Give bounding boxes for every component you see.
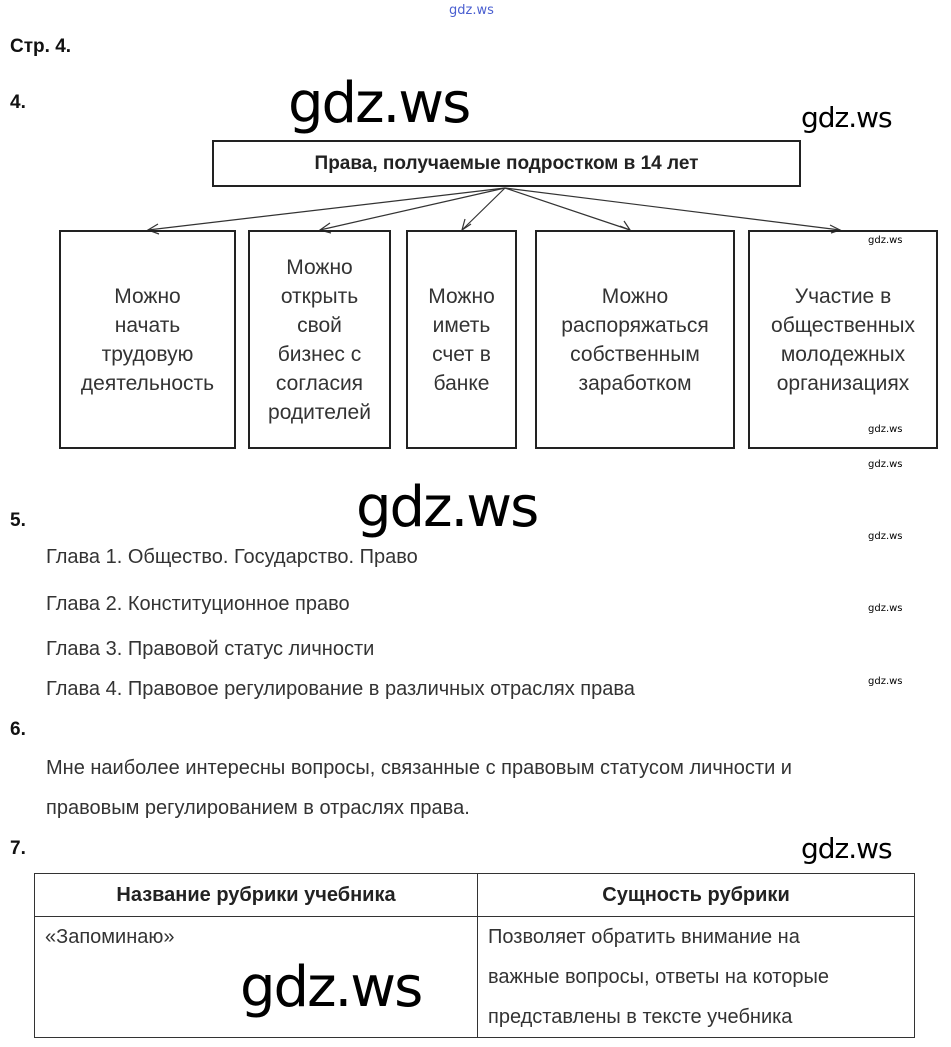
watermark-top: gdz.ws bbox=[449, 3, 494, 18]
task-5-number: 5. bbox=[10, 510, 26, 531]
watermark: gdz.ws bbox=[240, 955, 423, 1020]
rubric-name: «Запоминаю» bbox=[34, 916, 478, 1038]
watermark: gdz.ws bbox=[356, 475, 539, 540]
page-label: Стр. 4. bbox=[10, 36, 72, 57]
watermark: gdz.ws bbox=[801, 832, 893, 865]
answer-line-2: правовым регулированием в отраслях права… bbox=[46, 797, 470, 819]
answer-line-1: Мне наиболее интересны вопросы, связанны… bbox=[46, 757, 792, 779]
column-header-essence: Сущность рубрики bbox=[477, 873, 915, 917]
column-header-name: Название рубрики учебника bbox=[34, 873, 478, 917]
arrow-4 bbox=[504, 187, 631, 231]
chapter-2: Глава 2. Конституционное право bbox=[46, 593, 350, 615]
task-7-number: 7. bbox=[10, 838, 26, 859]
task-4-number: 4. bbox=[10, 92, 26, 113]
watermark: gdz.ws bbox=[868, 235, 903, 246]
arrow-3 bbox=[461, 187, 506, 231]
watermark: gdz.ws bbox=[868, 424, 903, 435]
table-header-row: Название рубрики учебника Сущность рубри… bbox=[34, 873, 915, 917]
chapter-3: Глава 3. Правовой статус личности bbox=[46, 638, 375, 660]
diagram-header: Права, получаемые подростком в 14 лет bbox=[212, 140, 801, 187]
arrow-2 bbox=[319, 187, 506, 231]
chapter-4: Глава 4. Правовое регулирование в различ… bbox=[46, 678, 635, 700]
diagram-arrows bbox=[146, 187, 842, 235]
arrow-1 bbox=[147, 187, 506, 231]
watermark: gdz.ws bbox=[288, 71, 471, 136]
table-row: «Запоминаю» Позволяет обратить внимание … bbox=[34, 916, 915, 1038]
watermark: gdz.ws bbox=[801, 101, 893, 134]
chapter-1: Глава 1. Общество. Государство. Право bbox=[46, 546, 418, 568]
watermark: gdz.ws bbox=[868, 603, 903, 614]
rubric-table: Название рубрики учебника Сущность рубри… bbox=[34, 873, 915, 1038]
arrow-5 bbox=[504, 187, 841, 231]
watermark: gdz.ws bbox=[868, 676, 903, 687]
watermark: gdz.ws bbox=[868, 531, 903, 542]
watermark: gdz.ws bbox=[868, 459, 903, 470]
task-6-number: 6. bbox=[10, 719, 26, 740]
